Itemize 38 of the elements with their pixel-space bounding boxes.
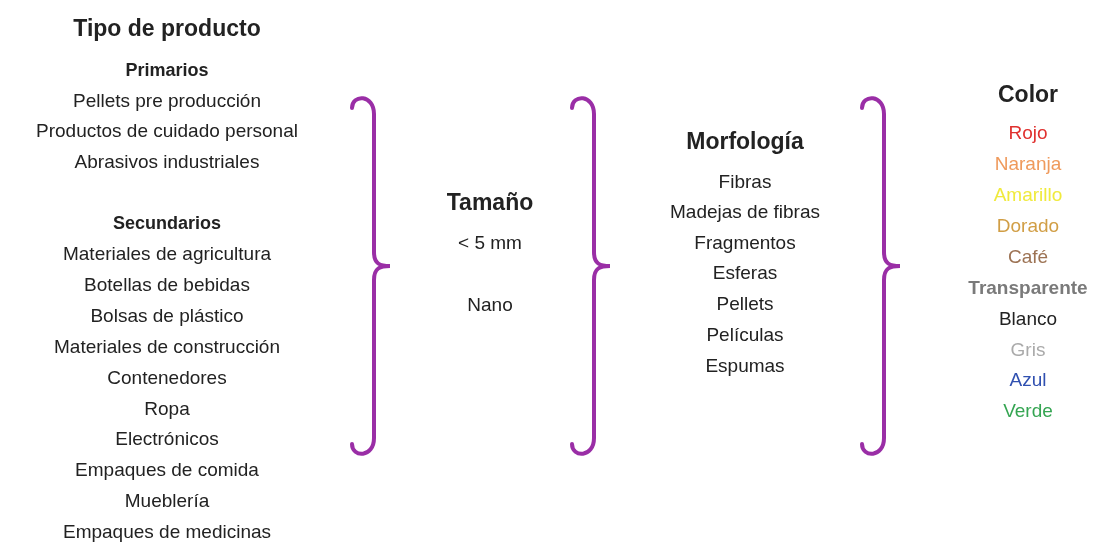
list-item: Contenedores: [107, 367, 227, 389]
subheading: Primarios: [125, 59, 209, 81]
list-item: Rojo: [1008, 122, 1048, 144]
list-item: Naranja: [994, 153, 1062, 175]
list-item: Dorado: [996, 215, 1060, 237]
list-item: Café: [1007, 246, 1049, 268]
column-heading: Tipo de producto: [73, 15, 261, 41]
list-item: Materiales de agricultura: [63, 243, 271, 265]
list-item: Ropa: [144, 398, 190, 420]
list-item: Transparente: [968, 277, 1088, 299]
list-item: Verde: [1003, 400, 1053, 422]
list-item: Madejas de fibras: [670, 201, 820, 223]
column-heading: Morfología: [686, 128, 804, 154]
column-heading: Tamaño: [446, 189, 534, 215]
list-item: Nano: [467, 294, 513, 316]
list-item: Amarillo: [993, 184, 1063, 206]
list-item: Materiales de construcción: [54, 336, 280, 358]
list-item: Botellas de bebidas: [84, 274, 250, 296]
list-item: Electrónicos: [115, 428, 219, 450]
list-item: Blanco: [998, 308, 1058, 330]
list-item: Fragmentos: [694, 232, 796, 254]
list-item: Espumas: [705, 355, 785, 377]
list-item: Bolsas de plástico: [90, 305, 244, 327]
list-item: Pellets: [716, 293, 774, 315]
list-item: Empaques de medicinas: [62, 521, 272, 543]
list-item: Empaques de comida: [75, 459, 259, 481]
list-item: Azul: [1009, 369, 1047, 391]
list-item: Abrasivos industriales: [74, 151, 260, 173]
list-item: Gris: [1010, 339, 1046, 361]
list-item: Películas: [706, 324, 784, 346]
list-item: Esferas: [712, 262, 778, 284]
list-item: Productos de cuidado personal: [36, 120, 298, 142]
list-item: < 5 mm: [458, 232, 522, 254]
list-item: Mueblería: [124, 490, 210, 512]
column-heading: Color: [997, 81, 1059, 107]
list-item: Fibras: [718, 171, 772, 193]
subheading: Secundarios: [113, 212, 221, 234]
list-item: Pellets pre producción: [73, 90, 261, 112]
